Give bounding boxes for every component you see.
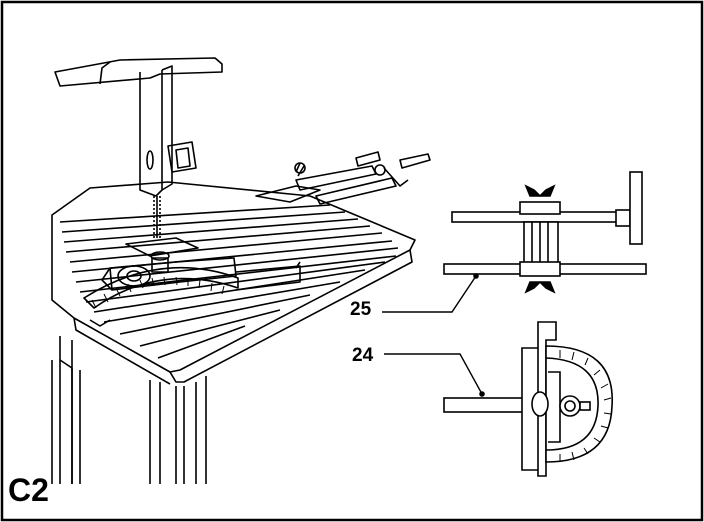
- figure-label: C2: [8, 472, 49, 508]
- callout-25-label: 25: [350, 299, 372, 320]
- callout-24-label: 24: [352, 345, 374, 366]
- callout-25-leader: [382, 275, 477, 313]
- callout-24-leader: [384, 353, 483, 395]
- band-saw-illustration: [51, 57, 431, 484]
- miter-gauge-detail: [443, 321, 613, 477]
- fence-assembly-detail: [443, 171, 647, 294]
